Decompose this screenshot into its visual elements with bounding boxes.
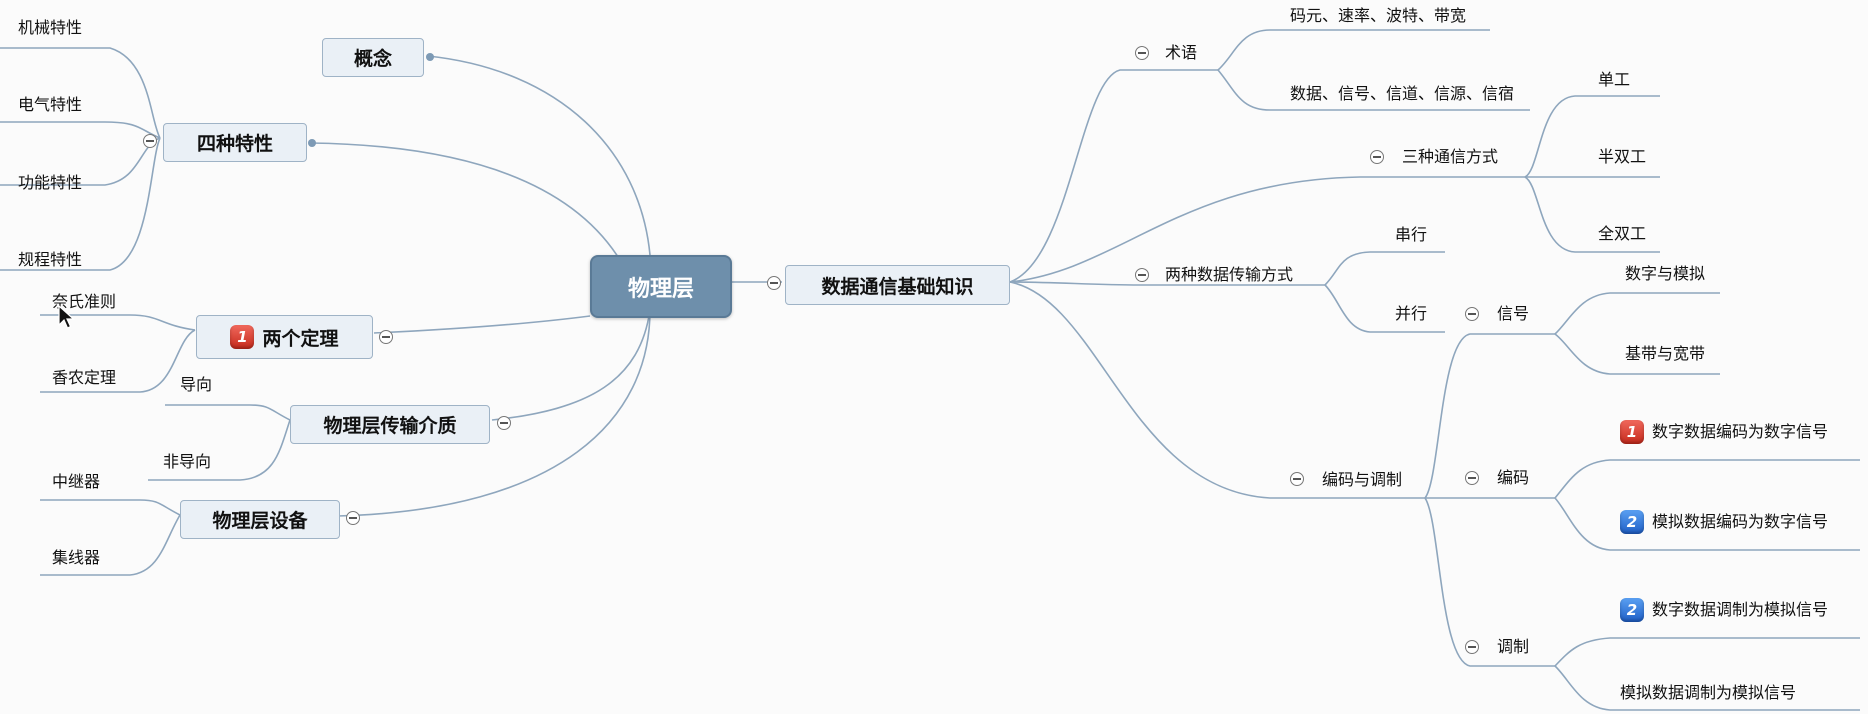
mouse-cursor-icon bbox=[58, 305, 76, 329]
data-communication-basics-label: 数据通信基础知识 bbox=[821, 275, 974, 298]
term-item-symbol-rate[interactable]: 码元、速率、波特、带宽 bbox=[1290, 6, 1467, 25]
transmission-collapse-toggle[interactable] bbox=[1135, 268, 1149, 282]
transmission-label[interactable]: 两种数据传输方式 bbox=[1165, 265, 1294, 284]
full-duplex[interactable]: 全双工 bbox=[1598, 224, 1647, 243]
root-node[interactable]: 物理层 bbox=[590, 255, 732, 318]
digital-to-analog-modulation-label: 数字数据调制为模拟信号 bbox=[1652, 600, 1829, 619]
two-theorems-collapse-toggle[interactable] bbox=[379, 330, 393, 344]
digital-to-digital-encoding-label: 数字数据编码为数字信号 bbox=[1652, 422, 1829, 441]
shannon-theorem[interactable]: 香农定理 bbox=[52, 368, 117, 387]
transmission-media-collapse-toggle[interactable] bbox=[497, 416, 511, 430]
serial[interactable]: 串行 bbox=[1395, 225, 1428, 244]
analog-to-digital-encoding-label: 模拟数据编码为数字信号 bbox=[1652, 512, 1829, 531]
encoding-modulation-collapse-toggle[interactable] bbox=[1290, 472, 1304, 486]
transmission-media-node[interactable]: 物理层传输介质 bbox=[290, 405, 490, 444]
repeater[interactable]: 中继器 bbox=[52, 472, 101, 491]
analog-to-digital-encoding[interactable]: 2 模拟数据编码为数字信号 bbox=[1620, 510, 1828, 534]
data-communication-basics-node[interactable]: 数据通信基础知识 bbox=[785, 265, 1010, 305]
signal-label[interactable]: 信号 bbox=[1497, 304, 1530, 323]
physical-devices-collapse-toggle[interactable] bbox=[346, 511, 360, 525]
terms-label[interactable]: 术语 bbox=[1165, 43, 1198, 62]
concept-node[interactable]: 概念 bbox=[322, 38, 424, 77]
four-characteristics-node[interactable]: 四种特性 bbox=[163, 123, 307, 162]
analog-to-analog-modulation[interactable]: 模拟数据调制为模拟信号 bbox=[1620, 683, 1797, 702]
concept-label: 概念 bbox=[353, 48, 392, 70]
term-item-data-signal[interactable]: 数据、信号、信道、信源、信宿 bbox=[1290, 84, 1515, 103]
encoding-collapse-toggle[interactable] bbox=[1465, 471, 1479, 485]
parallel[interactable]: 并行 bbox=[1395, 304, 1428, 323]
priority-2-icon: 2 bbox=[1620, 510, 1644, 534]
procedural-characteristic[interactable]: 规程特性 bbox=[18, 250, 83, 269]
priority-1-icon: 1 bbox=[1620, 420, 1644, 444]
unguided-media[interactable]: 非导向 bbox=[163, 452, 212, 471]
digital-to-analog-modulation[interactable]: 2 数字数据调制为模拟信号 bbox=[1620, 598, 1828, 622]
two-theorems-label: 两个定理 bbox=[262, 327, 339, 350]
four-characteristics-label: 四种特性 bbox=[196, 133, 273, 155]
modulation-collapse-toggle[interactable] bbox=[1465, 640, 1479, 654]
four-characteristics-connector-dot bbox=[308, 139, 316, 147]
terms-collapse-toggle[interactable] bbox=[1135, 46, 1149, 60]
concept-connector-dot bbox=[426, 53, 434, 61]
half-duplex[interactable]: 半双工 bbox=[1598, 147, 1647, 166]
modulation-label[interactable]: 调制 bbox=[1497, 637, 1530, 656]
priority-2-icon: 2 bbox=[1620, 598, 1644, 622]
digital-to-digital-encoding[interactable]: 1 数字数据编码为数字信号 bbox=[1620, 420, 1828, 444]
encoding-label[interactable]: 编码 bbox=[1497, 468, 1530, 487]
priority-1-icon: 1 bbox=[230, 325, 255, 349]
encoding-modulation-label[interactable]: 编码与调制 bbox=[1322, 470, 1403, 489]
simplex[interactable]: 单工 bbox=[1598, 70, 1631, 89]
guided-media[interactable]: 导向 bbox=[180, 375, 213, 394]
baseband-and-broadband[interactable]: 基带与宽带 bbox=[1625, 344, 1706, 363]
functional-characteristic[interactable]: 功能特性 bbox=[18, 173, 83, 192]
physical-devices-node[interactable]: 物理层设备 bbox=[180, 500, 340, 539]
four-characteristics-collapse-toggle[interactable] bbox=[143, 134, 157, 148]
comm-modes-label[interactable]: 三种通信方式 bbox=[1402, 147, 1499, 166]
two-theorems-node[interactable]: 1 两个定理 bbox=[196, 315, 373, 359]
electrical-characteristic[interactable]: 电气特性 bbox=[18, 95, 83, 114]
nyquist-criterion[interactable]: 奈氏准则 bbox=[52, 292, 117, 311]
hub[interactable]: 集线器 bbox=[52, 548, 101, 567]
transmission-media-label: 物理层传输介质 bbox=[323, 415, 457, 437]
root-collapse-toggle[interactable] bbox=[767, 276, 781, 290]
root-label: 物理层 bbox=[627, 276, 694, 302]
signal-collapse-toggle[interactable] bbox=[1465, 307, 1479, 321]
digital-and-analog[interactable]: 数字与模拟 bbox=[1625, 264, 1706, 283]
comm-modes-collapse-toggle[interactable] bbox=[1370, 150, 1384, 164]
physical-devices-label: 物理层设备 bbox=[212, 510, 308, 532]
mechanical-characteristic[interactable]: 机械特性 bbox=[18, 18, 83, 37]
